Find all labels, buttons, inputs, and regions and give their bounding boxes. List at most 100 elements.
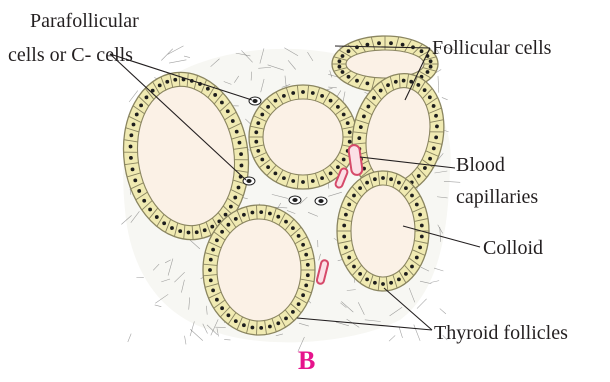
parafollicular-label-line1: Parafollicular [30,10,139,32]
cell-nucleus [259,326,263,330]
colloid [217,219,301,321]
cell-nucleus [211,289,215,293]
cell-nucleus [389,281,393,285]
cell-nucleus [358,272,362,276]
connective-fiber [190,321,194,336]
cell-nucleus [329,172,333,176]
cell-nucleus [291,179,295,183]
cell-nucleus [352,265,356,269]
cell-nucleus [397,278,401,282]
connective-fiber [128,334,131,342]
cell-nucleus [256,149,260,153]
cell-nucleus [429,59,433,63]
cell-nucleus [404,272,408,276]
connective-fiber [431,281,440,283]
cell-nucleus [282,176,286,180]
connective-fiber [161,49,172,61]
blood-capillaries-label-line1: Blood [456,154,505,176]
cell-nucleus [251,211,255,215]
colloid [351,185,415,277]
cell-nucleus [282,94,286,98]
cell-nucleus [304,253,308,257]
cell-nucleus [254,130,258,134]
connective-fiber [389,335,395,341]
cell-nucleus [251,326,255,330]
cell-nucleus [254,140,258,144]
cell-nucleus [304,284,308,288]
cell-nucleus [342,224,346,228]
cell-nucleus [338,65,342,69]
blood-capillaries-label-line2: capillaries [456,186,538,208]
cell-nucleus [389,41,393,45]
cell-nucleus [348,130,352,134]
cell-nucleus [420,224,424,228]
cell-nucleus [209,279,213,283]
cell-nucleus [381,282,385,286]
cell-nucleus [297,302,301,306]
cell-nucleus [266,165,270,169]
cell-nucleus [256,121,260,125]
cell-nucleus [336,105,340,109]
connective-fiber [184,56,190,58]
c-cell-nucleus [292,198,297,202]
cell-nucleus [338,59,342,63]
cell-nucleus [342,158,346,162]
cell-nucleus [215,238,219,242]
connective-fiber [185,336,186,345]
cell-nucleus [347,256,351,260]
connective-fiber [399,326,403,338]
cell-nucleus [234,217,238,221]
cell-nucleus [410,194,414,198]
cell-nucleus [260,158,264,162]
cell-nucleus [418,246,422,250]
cell-nucleus [211,248,215,252]
c-cell-nucleus [318,199,323,203]
cell-nucleus [341,70,345,74]
cell-nucleus [410,265,414,269]
cell-nucleus [346,121,350,125]
thyroid-follicles-label: Thyroid follicles [434,322,568,344]
cell-nucleus [208,268,212,272]
cell-nucleus [220,230,224,234]
cell-nucleus [284,220,288,224]
cell-nucleus [276,321,280,325]
connective-fiber [438,76,439,93]
cell-nucleus [291,91,295,95]
cell-nucleus [366,82,370,86]
cell-nucleus [426,70,430,74]
cell-nucleus [341,54,345,58]
follicle-bottom [203,205,315,335]
cell-nucleus [347,203,351,207]
cell-nucleus [358,186,362,190]
cell-nucleus [381,176,385,180]
cell-nucleus [268,325,272,329]
cell-nucleus [268,212,272,216]
cell-nucleus [320,94,324,98]
cell-nucleus [311,91,315,95]
connective-fiber [442,97,448,99]
cell-nucleus [347,75,351,79]
cell-nucleus [342,113,346,117]
c-cell-nucleus [246,179,251,183]
panel-letter: B [298,346,315,376]
cell-nucleus [404,186,408,190]
cell-nucleus [344,246,348,250]
colloid [263,99,343,175]
cell-nucleus [234,319,238,323]
cell-nucleus [366,43,370,47]
cell-nucleus [348,140,352,144]
cell-nucleus [259,210,263,214]
cell-nucleus [301,293,305,297]
follicular-cells-label: Follicular cells [432,37,551,59]
cell-nucleus [373,281,377,285]
cell-nucleus [352,194,356,198]
cell-nucleus [377,41,381,45]
cell-nucleus [227,223,231,227]
colloid [346,50,424,78]
cell-nucleus [336,165,340,169]
cell-nucleus [291,226,295,230]
cell-nucleus [306,273,310,277]
connective-fiber [155,305,162,307]
connective-fiber [169,60,186,63]
cell-border [257,321,258,335]
